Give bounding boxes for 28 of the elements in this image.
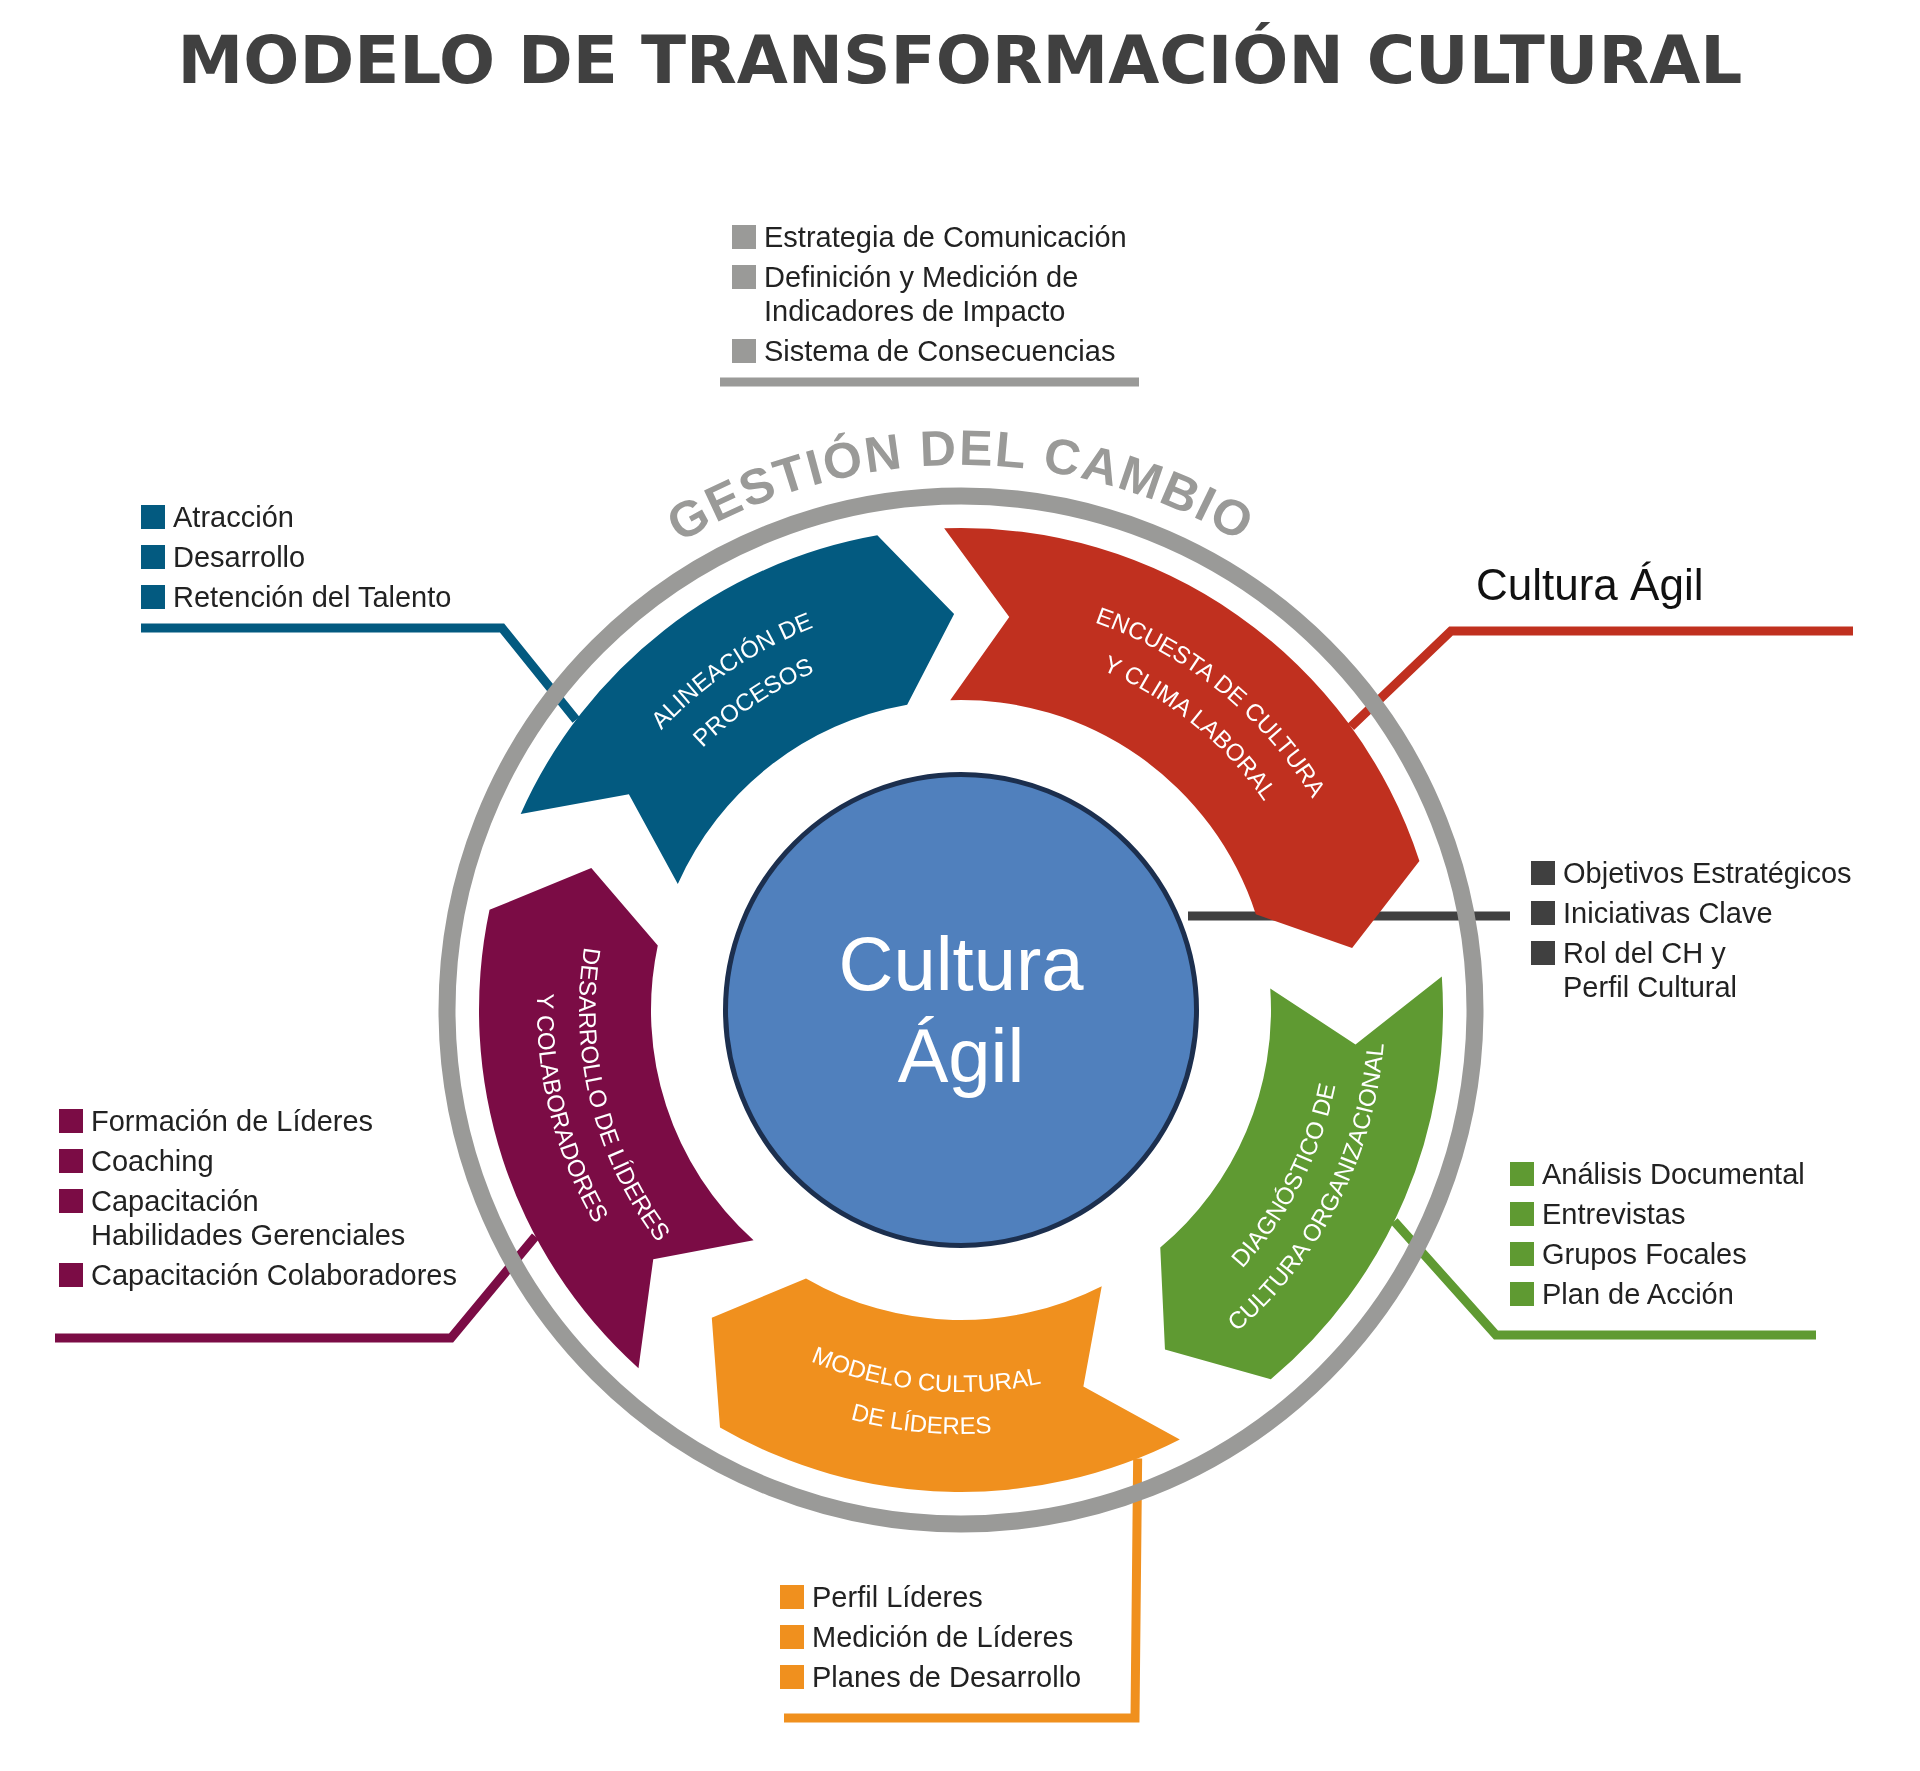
- leader-line: [1347, 626, 1853, 730]
- leader-line: [1390, 1218, 1816, 1340]
- list-item: Medición de Líderes: [812, 1620, 1074, 1654]
- list-item: Coaching: [91, 1144, 214, 1178]
- list-item: Capacitación Colaboradores: [91, 1258, 457, 1292]
- list-item: Capacitación Habilidades Gerenciales: [91, 1184, 407, 1252]
- list-item: Retención del Talento: [173, 580, 452, 614]
- title: MODELO DE TRANSFORMACIÓN CULTURAL: [177, 22, 1743, 99]
- list-item: Entrevistas: [1542, 1197, 1686, 1231]
- list-item: Análisis Documental: [1542, 1157, 1805, 1191]
- leader-line: [141, 623, 580, 723]
- list-item: Plan de Acción: [1542, 1277, 1734, 1311]
- annotation-label: Cultura Ágil: [1476, 560, 1704, 610]
- leader-line: [784, 1458, 1143, 1723]
- list-item: Iniciativas Clave: [1563, 896, 1773, 930]
- circle-label: Cultura Ágil: [837, 920, 1085, 1100]
- list-item: Estrategia de Comunicación: [764, 220, 1127, 254]
- list-item: Atracción: [173, 500, 294, 534]
- leader-line: [55, 1233, 539, 1343]
- list-item: Planes de Desarrollo: [812, 1660, 1082, 1694]
- list-item: Desarrollo: [173, 540, 306, 574]
- list-item: Objetivos Estratégicos: [1563, 856, 1852, 890]
- list-item: Definición y Medición de Indicadores de Impacto: [764, 260, 1080, 328]
- list-item: Rol del CH y Perfil Cultural: [1563, 936, 1739, 1004]
- list-item: Formación de Líderes: [91, 1104, 374, 1138]
- list-item: Sistema de Consecuencias: [764, 334, 1116, 368]
- list-item: Perfil Líderes: [812, 1580, 983, 1614]
- list-item: Grupos Focales: [1542, 1237, 1747, 1271]
